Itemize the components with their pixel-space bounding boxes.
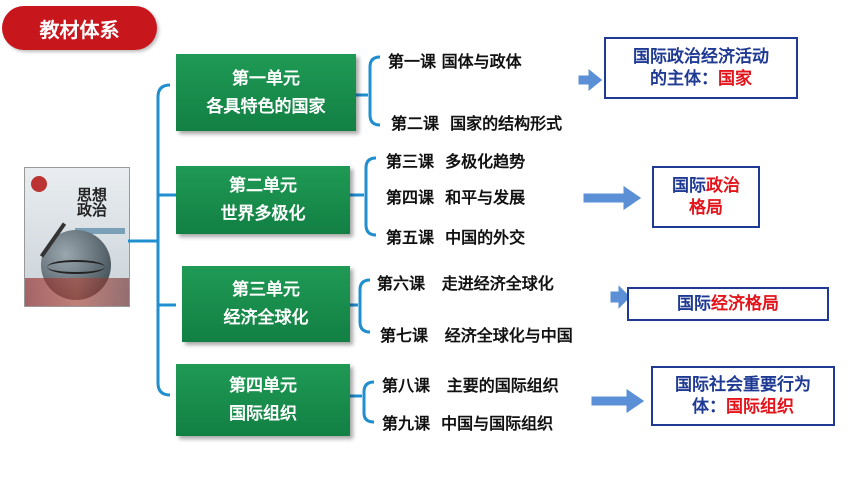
lesson-4: 第四课 和平与发展 xyxy=(386,188,526,207)
lesson-1: 第一课 国体与政体 xyxy=(388,52,522,71)
lesson-9: 第九课 中国与国际组织 xyxy=(382,414,554,433)
unit-3-box: 第三单元 经济全球化 xyxy=(182,266,350,342)
result-box-3: 国际经济格局 xyxy=(627,287,829,321)
unit-1-box: 第一单元 各具特色的国家 xyxy=(176,54,356,131)
result-text-plain: 体： xyxy=(692,397,726,417)
arrow-icon xyxy=(609,282,632,312)
lesson-2: 第二课 国家的结构形式 xyxy=(391,114,563,133)
result-text: 国际经济格局 xyxy=(677,293,779,315)
unit-label: 第一单元 xyxy=(232,68,300,89)
lesson-3: 第三课 多极化趋势 xyxy=(386,152,526,171)
unit-title: 经济全球化 xyxy=(223,308,309,328)
result-text: 国际政治经济活动 xyxy=(633,47,769,67)
result-text-plain: 国际 xyxy=(672,176,706,196)
page-title: 教材体系 xyxy=(2,6,157,50)
lesson-7: 第七课 经济全球化与中国 xyxy=(380,326,573,345)
arrow-icon xyxy=(590,387,646,415)
result-box-1: 国际政治经济活动 的主体：国家 xyxy=(604,37,798,99)
unit-4-box: 第四单元 国际组织 xyxy=(176,364,350,436)
result-text: 体：国际组织 xyxy=(692,396,794,418)
result-text-highlight: 国家 xyxy=(718,69,752,89)
result-text-highlight: 政治 xyxy=(706,176,740,196)
result-text-plain: 的主体： xyxy=(650,69,718,89)
unit-title: 各具特色的国家 xyxy=(206,96,326,117)
unit-label: 第二单元 xyxy=(229,176,297,196)
book-band xyxy=(75,228,125,234)
lesson-5: 第五课 中国的外交 xyxy=(386,228,526,247)
unit-title: 世界多极化 xyxy=(220,204,306,224)
lesson-6: 第六课 走进经济全球化 xyxy=(377,274,554,293)
book-title-line-1: 思想 xyxy=(77,186,108,204)
arrow-icon xyxy=(582,184,643,212)
result-box-4: 国际社会重要行为 体：国际组织 xyxy=(651,366,835,426)
result-text-highlight: 国际组织 xyxy=(726,397,794,417)
result-text-highlight: 格局 xyxy=(689,198,723,218)
result-text: 国际社会重要行为 xyxy=(675,375,811,395)
book-title-line-2: 政治 xyxy=(77,201,108,219)
result-text-plain: 国际 xyxy=(677,294,711,314)
unit-2-box: 第二单元 世界多极化 xyxy=(176,166,350,234)
result-text-highlight: 经济格局 xyxy=(711,294,779,314)
result-text: 的主体：国家 xyxy=(650,68,752,90)
result-text: 国际政治 xyxy=(672,175,740,197)
unit-label: 第四单元 xyxy=(229,376,297,396)
unit-label: 第三单元 xyxy=(232,280,300,300)
publisher-logo-icon xyxy=(31,176,47,192)
textbook-cover-image: 思想 政治 xyxy=(24,167,130,307)
lesson-8: 第八课 主要的国际组织 xyxy=(382,376,559,395)
book-bottom-band xyxy=(25,278,129,306)
unit-title: 国际组织 xyxy=(229,404,297,424)
arrow-icon xyxy=(577,66,604,94)
book-title: 思想 政治 xyxy=(77,188,107,218)
result-box-2: 国际政治 格局 xyxy=(652,166,760,228)
